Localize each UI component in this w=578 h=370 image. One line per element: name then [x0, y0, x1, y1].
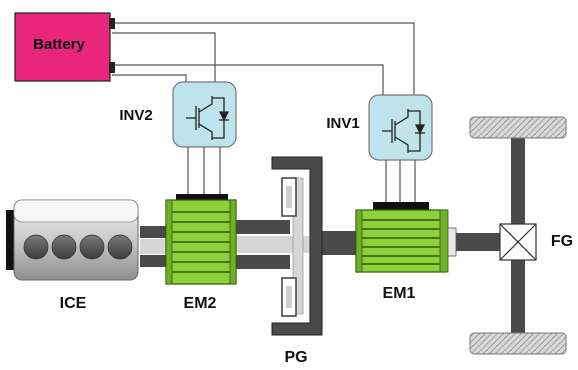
em2-pg-shaft-upper [236, 220, 284, 234]
pg-carrier [292, 177, 304, 315]
center-shaft [236, 236, 316, 253]
power-wires [112, 22, 415, 95]
em1-end-cap [447, 227, 457, 257]
pg-em1-shaft [318, 231, 358, 255]
engine-flywheel [6, 210, 16, 270]
em1-label: EM1 [383, 285, 416, 302]
battery: Battery [14, 12, 115, 82]
planetary-gear: PG [271, 156, 323, 366]
engine-head [13, 199, 139, 223]
inverter-inv2: INV2 [119, 81, 237, 196]
ice-label: ICE [60, 295, 87, 312]
em2-pg-shaft-lower [236, 255, 284, 269]
final-gear: FG [499, 223, 573, 261]
inverter-inv1: INV1 [326, 94, 433, 204]
em1-cooling-fins [362, 219, 440, 265]
wheel-top [469, 116, 567, 139]
shafts [140, 220, 502, 269]
em2-terminal-box [176, 194, 228, 200]
inv2-label: INV2 [119, 107, 152, 124]
em1-terminal-box [373, 202, 429, 210]
em2-cooling-fins [172, 211, 230, 273]
inv1-label: INV1 [326, 115, 359, 132]
inv2-phase-wires [187, 147, 221, 196]
battery-body [14, 12, 111, 82]
pg-label: PG [284, 349, 307, 366]
em1-fg-shaft [452, 233, 502, 251]
ice-shaft-lower [140, 255, 170, 267]
ice-shaft-upper [140, 226, 170, 238]
em2-label: EM2 [184, 295, 217, 312]
motor-em2: EM2 [165, 194, 237, 312]
igbt-icon [186, 96, 230, 140]
battery-terminal-top [109, 18, 115, 29]
ice-engine: ICE [6, 199, 139, 312]
pg-ring-housing [271, 156, 323, 336]
inv1-phase-wires [385, 160, 416, 204]
wheel-bottom [469, 332, 567, 355]
engine-cylinders [23, 234, 133, 260]
motor-em1: EM1 [355, 202, 457, 302]
fg-label: FG [551, 233, 573, 250]
battery-terminal-bottom [109, 62, 115, 73]
battery-label: Battery [33, 36, 85, 53]
igbt-icon [382, 109, 426, 153]
ice-shaft-center [140, 239, 170, 254]
